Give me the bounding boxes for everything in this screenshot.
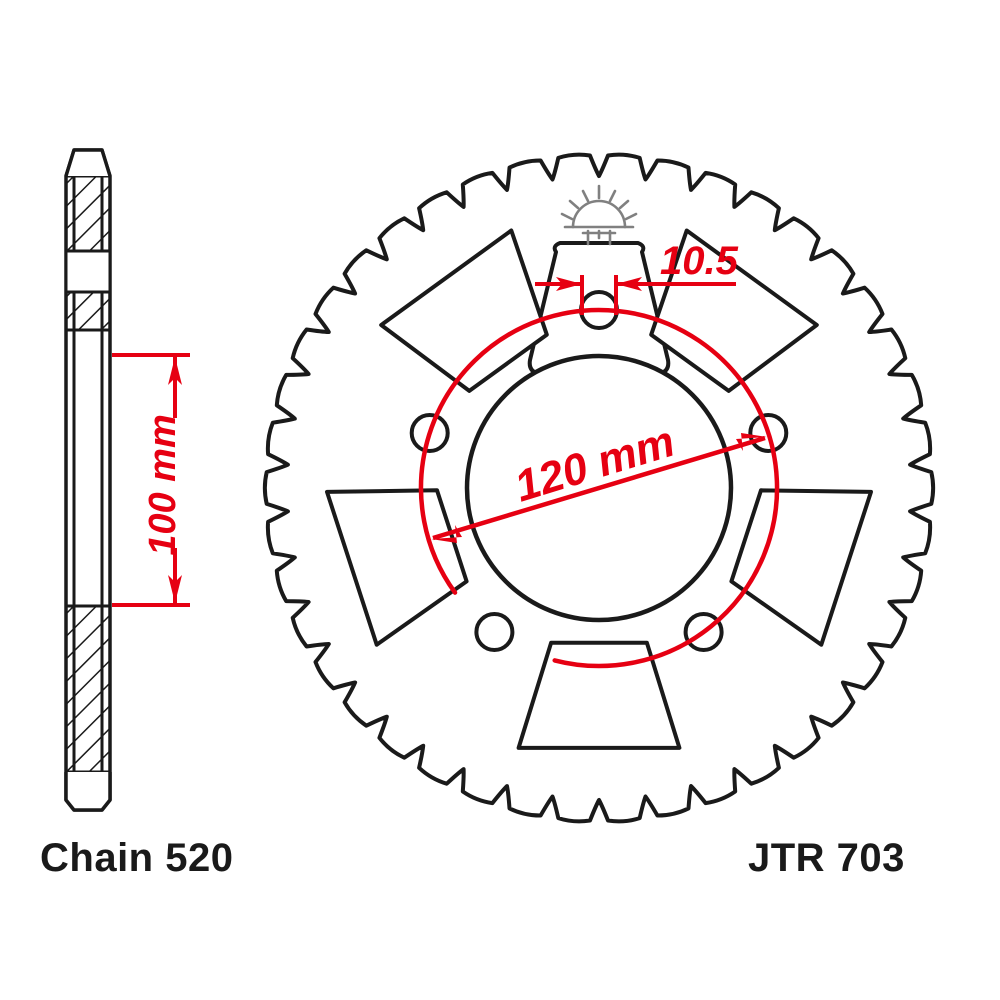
- spoke-window: [731, 490, 871, 644]
- spoke-window: [381, 231, 547, 391]
- side-section-view: [64, 148, 112, 812]
- bolt-hole-arrow-left: [556, 277, 582, 291]
- spokes-group: [327, 231, 871, 748]
- spoke-window: [651, 231, 817, 391]
- hatch-upper-hub: [66, 292, 110, 330]
- chain-size-label: Chain 520: [40, 836, 234, 880]
- upper-hub-block: [64, 290, 112, 332]
- bolt-hole-dimension: 10.5: [535, 239, 739, 315]
- spoke-window: [519, 643, 680, 748]
- side-view-bottom-tip: [64, 772, 112, 812]
- thickness-dimension-label: 100 mm: [142, 414, 184, 556]
- upper-relief-gap: [64, 249, 112, 294]
- bolt-circle-dim-line: [432, 435, 766, 541]
- sunrise-logo-icon: [560, 184, 638, 246]
- bolt-circle-arrow-left: [431, 525, 462, 543]
- spoke-window: [327, 490, 467, 644]
- sprocket-front-view: 120 mm 10.5: [262, 152, 936, 824]
- dim-arrow-down: [168, 575, 182, 603]
- bolt-circle-arrow-right: [736, 433, 767, 451]
- hatch-lower-tooth: [66, 606, 110, 772]
- side-view-top-tip: [64, 148, 112, 177]
- dim-arrow-up: [168, 357, 182, 385]
- part-number-label: JTR 703: [748, 836, 905, 880]
- bolt-hole-arrow-right: [616, 277, 642, 291]
- hatch-upper-tooth: [66, 176, 110, 251]
- bolt-hole: [474, 612, 515, 652]
- bolt-hole-dimension-label: 10.5: [660, 239, 739, 283]
- bolt-circle-arc: [418, 307, 780, 669]
- thickness-dimension: 100 mm: [112, 353, 190, 607]
